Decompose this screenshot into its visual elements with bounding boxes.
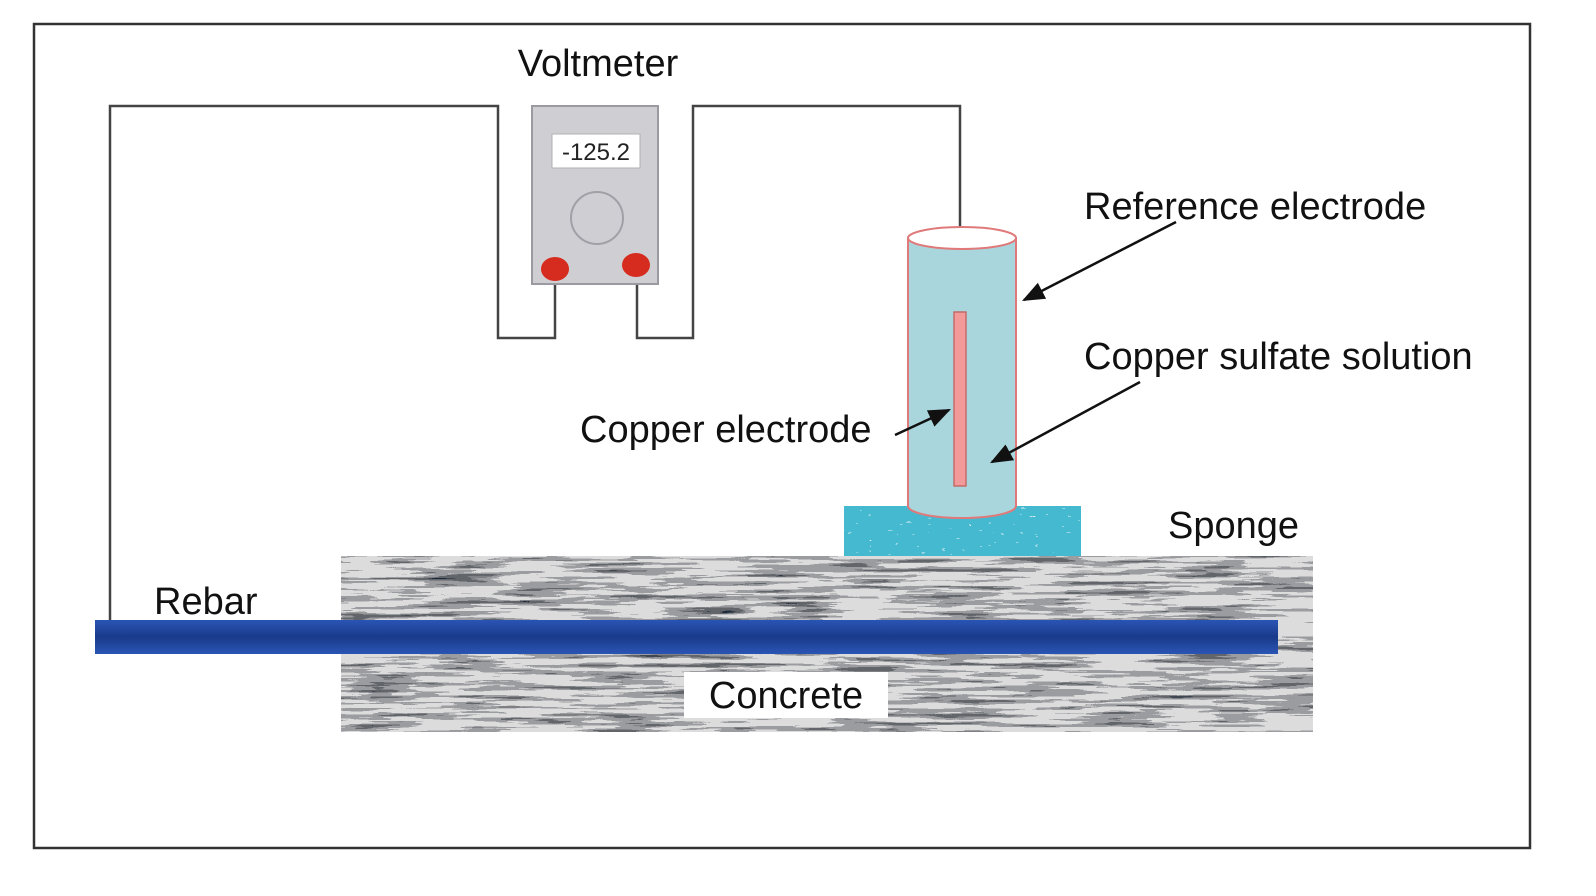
rebar-bar xyxy=(95,620,1278,654)
concrete-label-box xyxy=(684,672,888,718)
wire-rebar-to-meter xyxy=(108,104,557,620)
voltmeter-dial xyxy=(570,191,624,245)
label-rebar: Rebar xyxy=(154,581,258,623)
copper-rod xyxy=(953,311,967,487)
arrow-reference-electrode xyxy=(1021,220,1177,302)
label-concrete: Concrete xyxy=(709,675,863,717)
electrode-tube-top xyxy=(907,226,1017,250)
voltmeter-terminal-right xyxy=(622,253,650,277)
label-copper-sulfate-solution: Copper sulfate solution xyxy=(1084,336,1473,378)
arrow-copper-sulfate-solution xyxy=(990,380,1141,464)
label-sponge: Sponge xyxy=(1168,505,1299,547)
label-reference-electrode: Reference electrode xyxy=(1084,186,1426,228)
voltmeter-terminal-left xyxy=(541,257,569,281)
wire-meter-to-electrode xyxy=(635,104,962,340)
voltmeter-reading: -125.2 xyxy=(562,139,630,166)
label-copper-electrode: Copper electrode xyxy=(580,409,872,451)
arrow-copper-electrode xyxy=(894,408,952,437)
voltmeter-display xyxy=(551,133,641,169)
reference-electrode xyxy=(907,226,1017,519)
label-voltmeter: Voltmeter xyxy=(518,43,679,85)
voltmeter: -125.2 xyxy=(531,105,659,285)
